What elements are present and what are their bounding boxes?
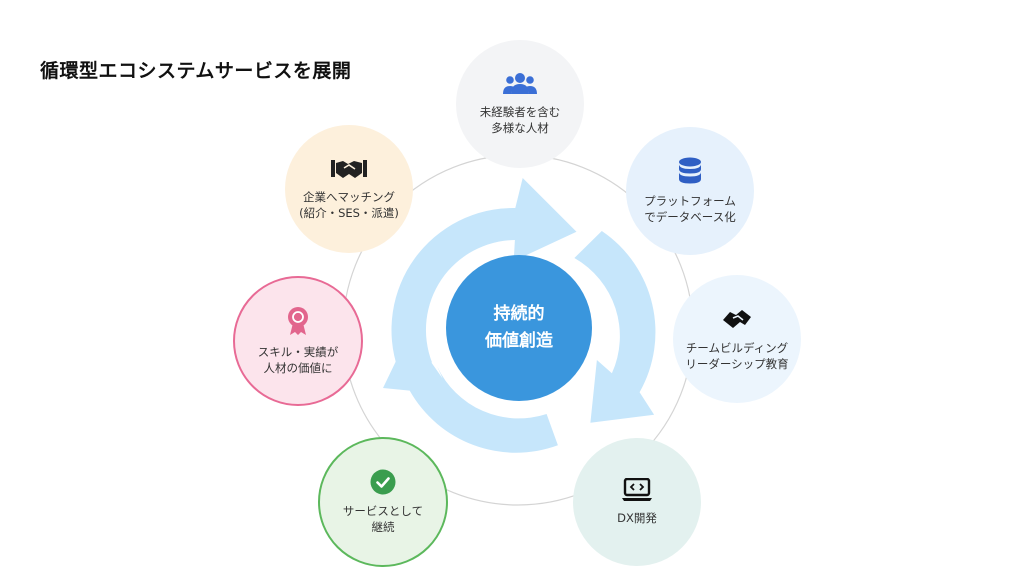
node-label: DX開発 [617,511,657,525]
node-diverse-talent: 未経験者を含む 多様な人材 [456,40,584,168]
node-label: プラットフォーム でデータベース化 [644,194,736,224]
check-circle-icon [370,469,396,495]
center-value-circle: 持続的 価値創造 [446,255,592,401]
node-company-matching: 企業へマッチング (紹介・SES・派遣) [285,125,413,253]
node-label: 未経験者を含む 多様な人材 [479,105,561,135]
node-platform-database: プラットフォーム でデータベース化 [626,127,754,255]
laptop-code-icon [622,478,652,501]
award-icon [288,307,308,335]
cycle-arrows [383,178,656,453]
node-skills-value: スキル・実績が 人材の価値に [233,276,363,406]
cycle-arrow-3 [383,332,558,453]
cycle-arrow-1 [391,178,577,370]
node-label: スキル・実績が 人材の価値に [257,345,339,375]
node-label: サービスとして 継続 [342,504,424,534]
people-icon [503,73,537,94]
node-team-building: チームビルディング リーダーシップ教育 [673,275,801,403]
node-label: チームビルディング リーダーシップ教育 [685,341,789,371]
page-title: 循環型エコシステムサービスを展開 [40,60,352,82]
node-dx-development: DX開発 [573,438,701,566]
center-label: 持続的 価値創造 [485,304,553,351]
node-label: 企業へマッチング (紹介・SES・派遣) [299,190,399,220]
handshake-icon [723,310,751,328]
database-icon [679,157,701,184]
cycle-arrow-2 [574,231,656,423]
node-continue-as-service: サービスとして 継続 [318,437,448,567]
deal-handshake-icon [331,160,367,178]
